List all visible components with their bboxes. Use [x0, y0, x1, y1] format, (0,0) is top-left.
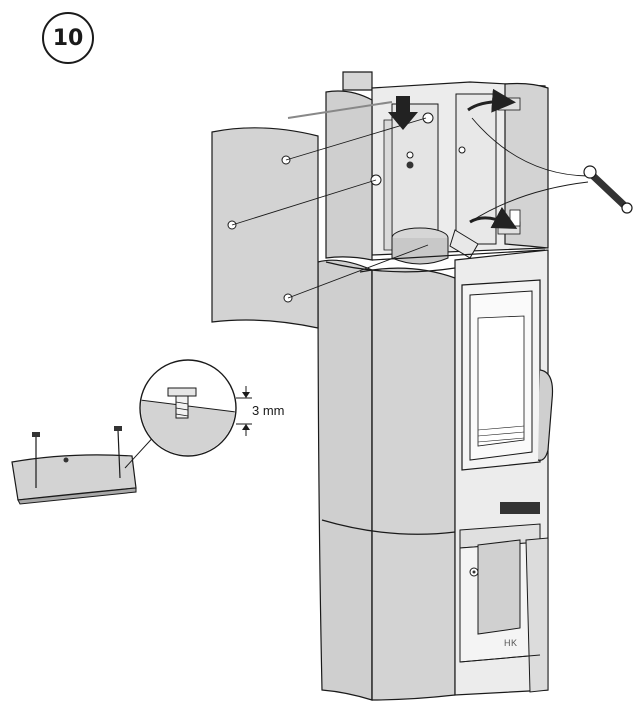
side-panel [211, 117, 429, 329]
detail-callout [124, 359, 252, 469]
stove-mark: HK [504, 638, 518, 648]
down-arrow-icon [388, 96, 418, 130]
step-number-badge: 10 [42, 12, 94, 64]
dimension-label: 3 mm [252, 403, 285, 418]
wrench-icon [583, 165, 633, 214]
base-plate [11, 426, 137, 505]
upper-module [325, 71, 549, 265]
motion-lines [287, 101, 393, 119]
stove-body [317, 249, 554, 701]
